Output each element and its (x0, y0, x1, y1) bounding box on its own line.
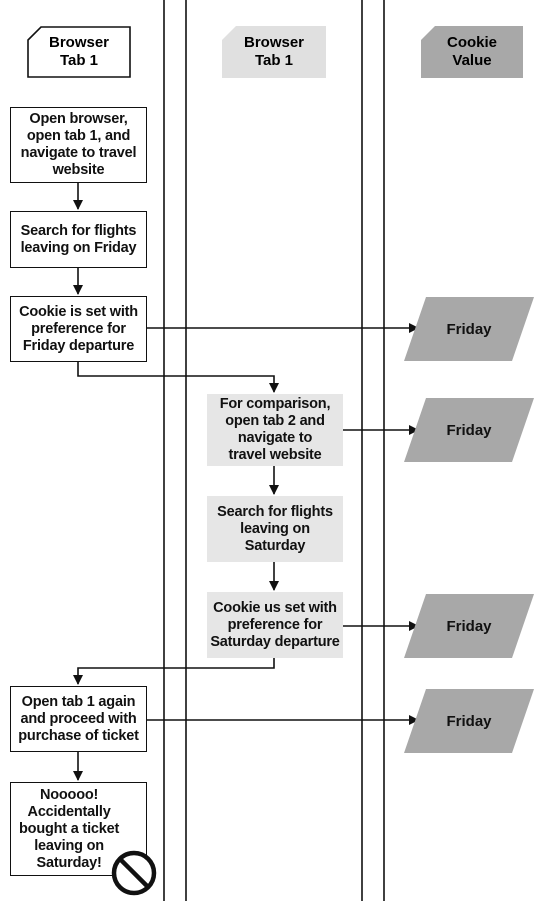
step-open-browser: Open browser, open tab 1, and navigate t… (10, 107, 147, 183)
step-cookie-saturday: Cookie us set with preference for Saturd… (207, 592, 343, 658)
cookie-value-2: Friday (404, 398, 534, 462)
header-cookie-value: Cookie Value (421, 26, 523, 78)
step-search-saturday: Search for flights leaving on Saturday (207, 496, 343, 562)
cookie-value-2-label: Friday (446, 421, 492, 439)
header-browser-tab2: Browser Tab 1 (222, 26, 326, 78)
cookie-value-3-label: Friday (446, 617, 492, 635)
step-cookie-friday: Cookie is set with preference for Friday… (10, 296, 147, 362)
no-symbol-icon (111, 850, 157, 896)
cookie-value-4-label: Friday (446, 712, 492, 730)
header-tab2-label: Browser Tab 1 (243, 34, 305, 69)
cookie-value-4: Friday (404, 689, 534, 753)
cookie-value-3: Friday (404, 594, 534, 658)
step-accident: Nooooo! Accidentally bought a ticket lea… (10, 782, 147, 876)
step-open-tab2: For comparison, open tab 2 and navigate … (207, 394, 343, 466)
header-browser-tab1: Browser Tab 1 (27, 26, 131, 78)
header-cookie-label: Cookie Value (446, 34, 497, 69)
cookie-value-1: Friday (404, 297, 534, 361)
step-purchase: Open tab 1 again and proceed with purcha… (10, 686, 147, 752)
arrow-s3-s4 (77, 362, 279, 393)
step-search-friday: Search for flights leaving on Friday (10, 211, 147, 268)
header-tab1-label: Browser Tab 1 (48, 34, 110, 69)
cookie-value-1-label: Friday (446, 320, 492, 338)
arrow-s6-s7 (73, 658, 275, 685)
